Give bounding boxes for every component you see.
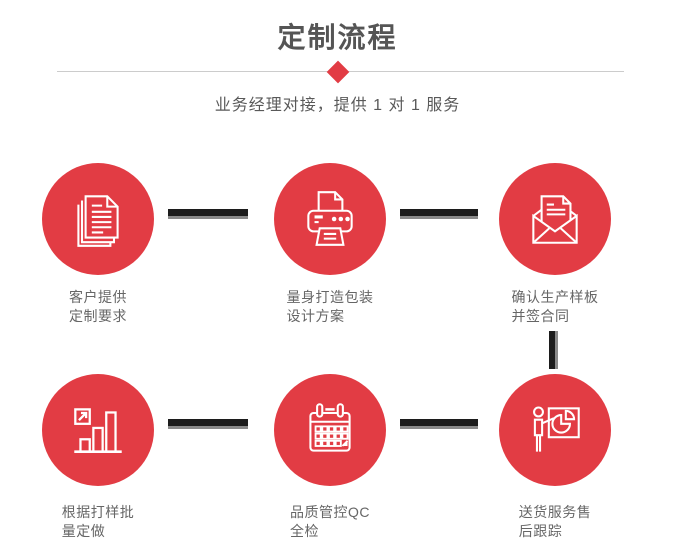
connector-line-1 xyxy=(168,209,248,219)
diamond-icon xyxy=(326,60,350,84)
connector-line-4 xyxy=(168,419,248,429)
step-label-line: 量身打造包装 xyxy=(286,289,374,305)
step-label-4: 根据打样批量定做 xyxy=(18,503,178,541)
growth-bar-chart-icon xyxy=(74,408,122,453)
step-circle-1 xyxy=(42,163,154,275)
presentation-chart-icon xyxy=(533,406,580,452)
step-label-line: 定制要求 xyxy=(69,308,127,324)
step-label-line: 客户提供 xyxy=(69,289,127,305)
step-label-2: 量身打造包装设计方案 xyxy=(250,288,410,326)
step-circle-6 xyxy=(499,374,611,486)
step-circle-2 xyxy=(274,163,386,275)
stacked-documents-icon xyxy=(77,195,119,247)
connector-line-2 xyxy=(400,209,478,219)
printer-icon xyxy=(307,191,353,246)
page-title: 定制流程 xyxy=(277,22,398,53)
step-label-line: 设计方案 xyxy=(286,308,345,324)
calendar-icon xyxy=(309,403,351,452)
step-label-line: 全检 xyxy=(290,523,319,539)
step-label-line: 量定做 xyxy=(61,523,106,539)
step-circle-4 xyxy=(42,374,154,486)
step-label-line: 品质管控QC xyxy=(290,504,370,520)
envelope-letter-icon xyxy=(532,195,578,244)
step-label-line: 送货服务售 xyxy=(518,504,592,520)
connector-line-5 xyxy=(400,419,478,429)
step-label-line: 确认生产样板 xyxy=(511,289,599,305)
subtitle: 业务经理对接，提供 1 对 1 服务 xyxy=(214,97,461,114)
step-circle-5 xyxy=(274,374,386,486)
step-label-line: 并签合同 xyxy=(511,308,570,324)
step-label-1: 客户提供定制要求 xyxy=(18,288,178,326)
step-label-3: 确认生产样板并签合同 xyxy=(475,288,635,326)
step-label-5: 品质管控QC 全检 xyxy=(250,503,410,541)
step-circle-3 xyxy=(499,163,611,275)
step-label-6: 送货服务售后跟踪 xyxy=(475,503,635,541)
step-label-line: 后跟踪 xyxy=(518,523,563,539)
step-label-line: 根据打样批 xyxy=(61,504,135,520)
connector-line-3 xyxy=(549,331,558,369)
